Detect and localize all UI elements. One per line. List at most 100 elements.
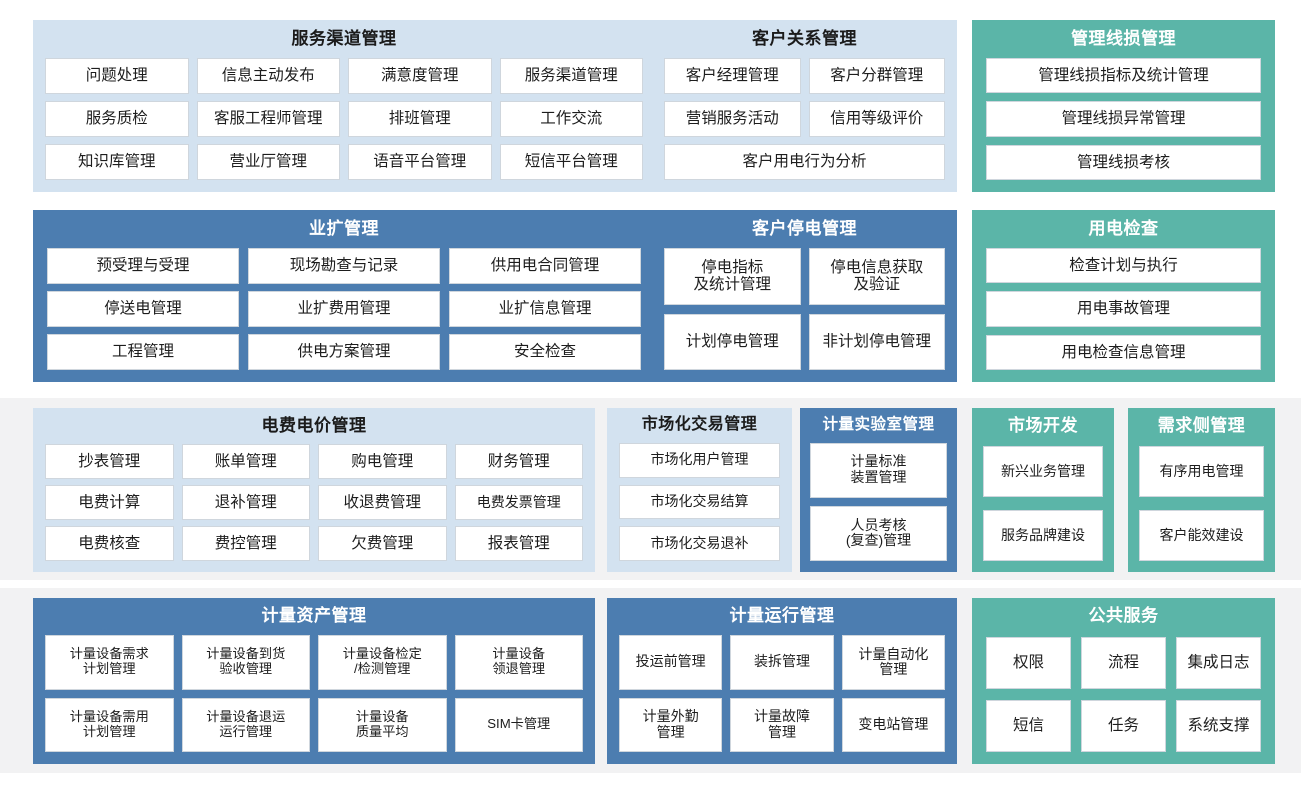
cell-item[interactable]: 工程管理 (47, 334, 239, 370)
cell-item[interactable]: 排班管理 (348, 101, 492, 137)
cell-item[interactable]: 权限 (986, 637, 1071, 689)
cell-item[interactable]: 业扩费用管理 (248, 291, 440, 327)
cell-item[interactable]: 计划停电管理 (664, 313, 801, 370)
cell-item[interactable]: 新兴业务管理 (983, 446, 1103, 497)
cell-item[interactable]: 抄表管理 (45, 444, 174, 479)
cell-item[interactable]: 停电指标 及统计管理 (664, 248, 801, 305)
panel-metering-asset: 计量资产管理 计量设备需求 计划管理 计量设备到货 验收管理 计量设备检定 /检… (33, 598, 595, 764)
cell-item[interactable]: 短信平台管理 (499, 144, 643, 180)
panel-cell-grid: 管理线损指标及统计管理 管理线损异常管理 管理线损考核 (986, 58, 1261, 180)
cell-item[interactable]: 计量外勤 管理 (619, 697, 723, 752)
cell-item-wide[interactable]: 客户用电行为分析 (664, 144, 945, 180)
panel-market-development: 市场开发 新兴业务管理 服务品牌建设 (972, 408, 1114, 572)
cell-item[interactable]: 任务 (1081, 700, 1166, 752)
cell-item[interactable]: 计量设备检定 /检测管理 (318, 635, 447, 690)
cell-item[interactable]: 营销服务活动 (664, 101, 801, 137)
cell-item[interactable]: 计量自动化 管理 (841, 635, 945, 690)
cell-item[interactable]: 市场化用户管理 (619, 443, 780, 478)
cell-item[interactable]: 服务品牌建设 (983, 510, 1103, 561)
panel-cell-grid: 计量设备需求 计划管理 计量设备到货 验收管理 计量设备检定 /检测管理 计量设… (45, 635, 583, 752)
cell-item[interactable]: 管理线损异常管理 (986, 101, 1261, 137)
panel-cell-grid: 问题处理 信息主动发布 满意度管理 服务渠道管理 服务质检 客服工程师管理 排班… (45, 58, 643, 180)
cell-item[interactable]: 集成日志 (1176, 637, 1261, 689)
cell-item[interactable]: 停送电管理 (47, 291, 239, 327)
cell-item[interactable]: 变电站管理 (841, 697, 945, 752)
panel-cell-grid: 预受理与受理 现场勘查与记录 供用电合同管理 停送电管理 业扩费用管理 业扩信息… (47, 248, 641, 370)
cell-item[interactable]: 电费计算 (45, 485, 174, 520)
cell-item[interactable]: 服务质检 (45, 101, 189, 137)
panel-market-trading: 市场化交易管理 市场化用户管理 市场化交易结算 市场化交易退补 (607, 408, 792, 572)
cell-item[interactable]: 计量设备需求 计划管理 (45, 635, 174, 690)
panel-service-channel: 服务渠道管理 问题处理 信息主动发布 满意度管理 服务渠道管理 服务质检 客服工… (33, 20, 655, 192)
cell-item[interactable]: 系统支撑 (1176, 700, 1261, 752)
cell-item[interactable]: 购电管理 (318, 444, 447, 479)
cell-item[interactable]: 供用电合同管理 (449, 248, 641, 284)
cell-item[interactable]: 计量设备到货 验收管理 (181, 635, 310, 690)
panel-electricity-price: 电费电价管理 抄表管理 账单管理 购电管理 财务管理 电费计算 退补管理 收退费… (33, 408, 595, 572)
cell-item[interactable]: 投运前管理 (619, 635, 723, 690)
cell-item[interactable]: 欠费管理 (318, 526, 447, 561)
panel-title: 计量运行管理 (729, 606, 835, 625)
cell-item[interactable]: 装拆管理 (730, 635, 834, 690)
cell-item[interactable]: 报表管理 (454, 526, 583, 561)
cell-item[interactable]: 客户经理管理 (664, 58, 801, 94)
cell-item[interactable]: 市场化交易退补 (619, 526, 780, 561)
panel-title: 计量资产管理 (261, 606, 367, 625)
cell-item[interactable]: SIM卡管理 (454, 697, 583, 752)
cell-item[interactable]: 电费发票管理 (454, 485, 583, 520)
panel-title: 市场化交易管理 (641, 416, 758, 433)
cell-item[interactable]: 业扩信息管理 (449, 291, 641, 327)
cell-item[interactable]: 停电信息获取 及验证 (808, 248, 945, 305)
cell-item[interactable]: 服务渠道管理 (499, 58, 643, 94)
panel-public-service: 公共服务 权限 流程 集成日志 短信 任务 系统支撑 (972, 598, 1275, 764)
cell-item[interactable]: 财务管理 (454, 444, 583, 479)
panel-cell-grid: 新兴业务管理 服务品牌建设 (983, 446, 1103, 561)
panel-title: 管理线损管理 (1071, 29, 1176, 48)
cell-item[interactable]: 供电方案管理 (248, 334, 440, 370)
cell-item[interactable]: 计量设备需用 计划管理 (45, 697, 174, 752)
cell-item[interactable]: 客服工程师管理 (196, 101, 340, 137)
cell-item[interactable]: 问题处理 (45, 58, 189, 94)
cell-item[interactable]: 短信 (986, 700, 1071, 752)
cell-item[interactable]: 用电事故管理 (986, 291, 1261, 327)
cell-item[interactable]: 管理线损指标及统计管理 (986, 58, 1261, 94)
cell-item[interactable]: 收退费管理 (318, 485, 447, 520)
cell-item[interactable]: 检查计划与执行 (986, 248, 1261, 284)
cell-item[interactable]: 信用等级评价 (808, 101, 945, 137)
cell-item[interactable]: 非计划停电管理 (808, 313, 945, 370)
cell-item[interactable]: 客户能效建设 (1139, 510, 1264, 561)
cell-item[interactable]: 计量故障 管理 (730, 697, 834, 752)
cell-item[interactable]: 计量标准 装置管理 (810, 442, 947, 498)
panel-title: 服务渠道管理 (291, 29, 397, 48)
cell-item[interactable]: 计量设备退运 运行管理 (181, 697, 310, 752)
cell-item[interactable]: 账单管理 (181, 444, 310, 479)
cell-item[interactable]: 安全检查 (449, 334, 641, 370)
cell-item[interactable]: 预受理与受理 (47, 248, 239, 284)
panel-title: 需求侧管理 (1157, 416, 1246, 435)
cell-item[interactable]: 知识库管理 (45, 144, 189, 180)
panel-business-expansion: 业扩管理 预受理与受理 现场勘查与记录 供用电合同管理 停送电管理 业扩费用管理… (33, 210, 655, 382)
cell-item[interactable]: 工作交流 (499, 101, 643, 137)
panel-cell-grid: 检查计划与执行 用电事故管理 用电检查信息管理 (986, 248, 1261, 370)
cell-item[interactable]: 计量设备 质量平均 (318, 697, 447, 752)
cell-item[interactable]: 计量设备 领退管理 (454, 635, 583, 690)
cell-item[interactable]: 现场勘查与记录 (248, 248, 440, 284)
cell-item[interactable]: 有序用电管理 (1139, 446, 1264, 497)
panel-cell-grid: 计量标准 装置管理 人员考核 (复查)管理 (810, 442, 947, 561)
panel-cell-grid: 投运前管理 装拆管理 计量自动化 管理 计量外勤 管理 计量故障 管理 变电站管… (619, 635, 945, 752)
panel-cell-grid: 市场化用户管理 市场化交易结算 市场化交易退补 (619, 443, 780, 561)
cell-item[interactable]: 信息主动发布 (196, 58, 340, 94)
cell-item[interactable]: 营业厅管理 (196, 144, 340, 180)
cell-item[interactable]: 费控管理 (181, 526, 310, 561)
cell-item[interactable]: 满意度管理 (348, 58, 492, 94)
cell-item[interactable]: 用电检查信息管理 (986, 334, 1261, 370)
cell-item[interactable]: 流程 (1081, 637, 1166, 689)
cell-item[interactable]: 电费核查 (45, 526, 174, 561)
cell-item[interactable]: 管理线损考核 (986, 144, 1261, 180)
cell-item[interactable]: 市场化交易结算 (619, 484, 780, 520)
cell-item[interactable]: 退补管理 (181, 485, 310, 520)
cell-item[interactable]: 语音平台管理 (348, 144, 492, 180)
cell-item[interactable]: 客户分群管理 (808, 58, 945, 94)
cell-item[interactable]: 人员考核 (复查)管理 (810, 505, 947, 561)
